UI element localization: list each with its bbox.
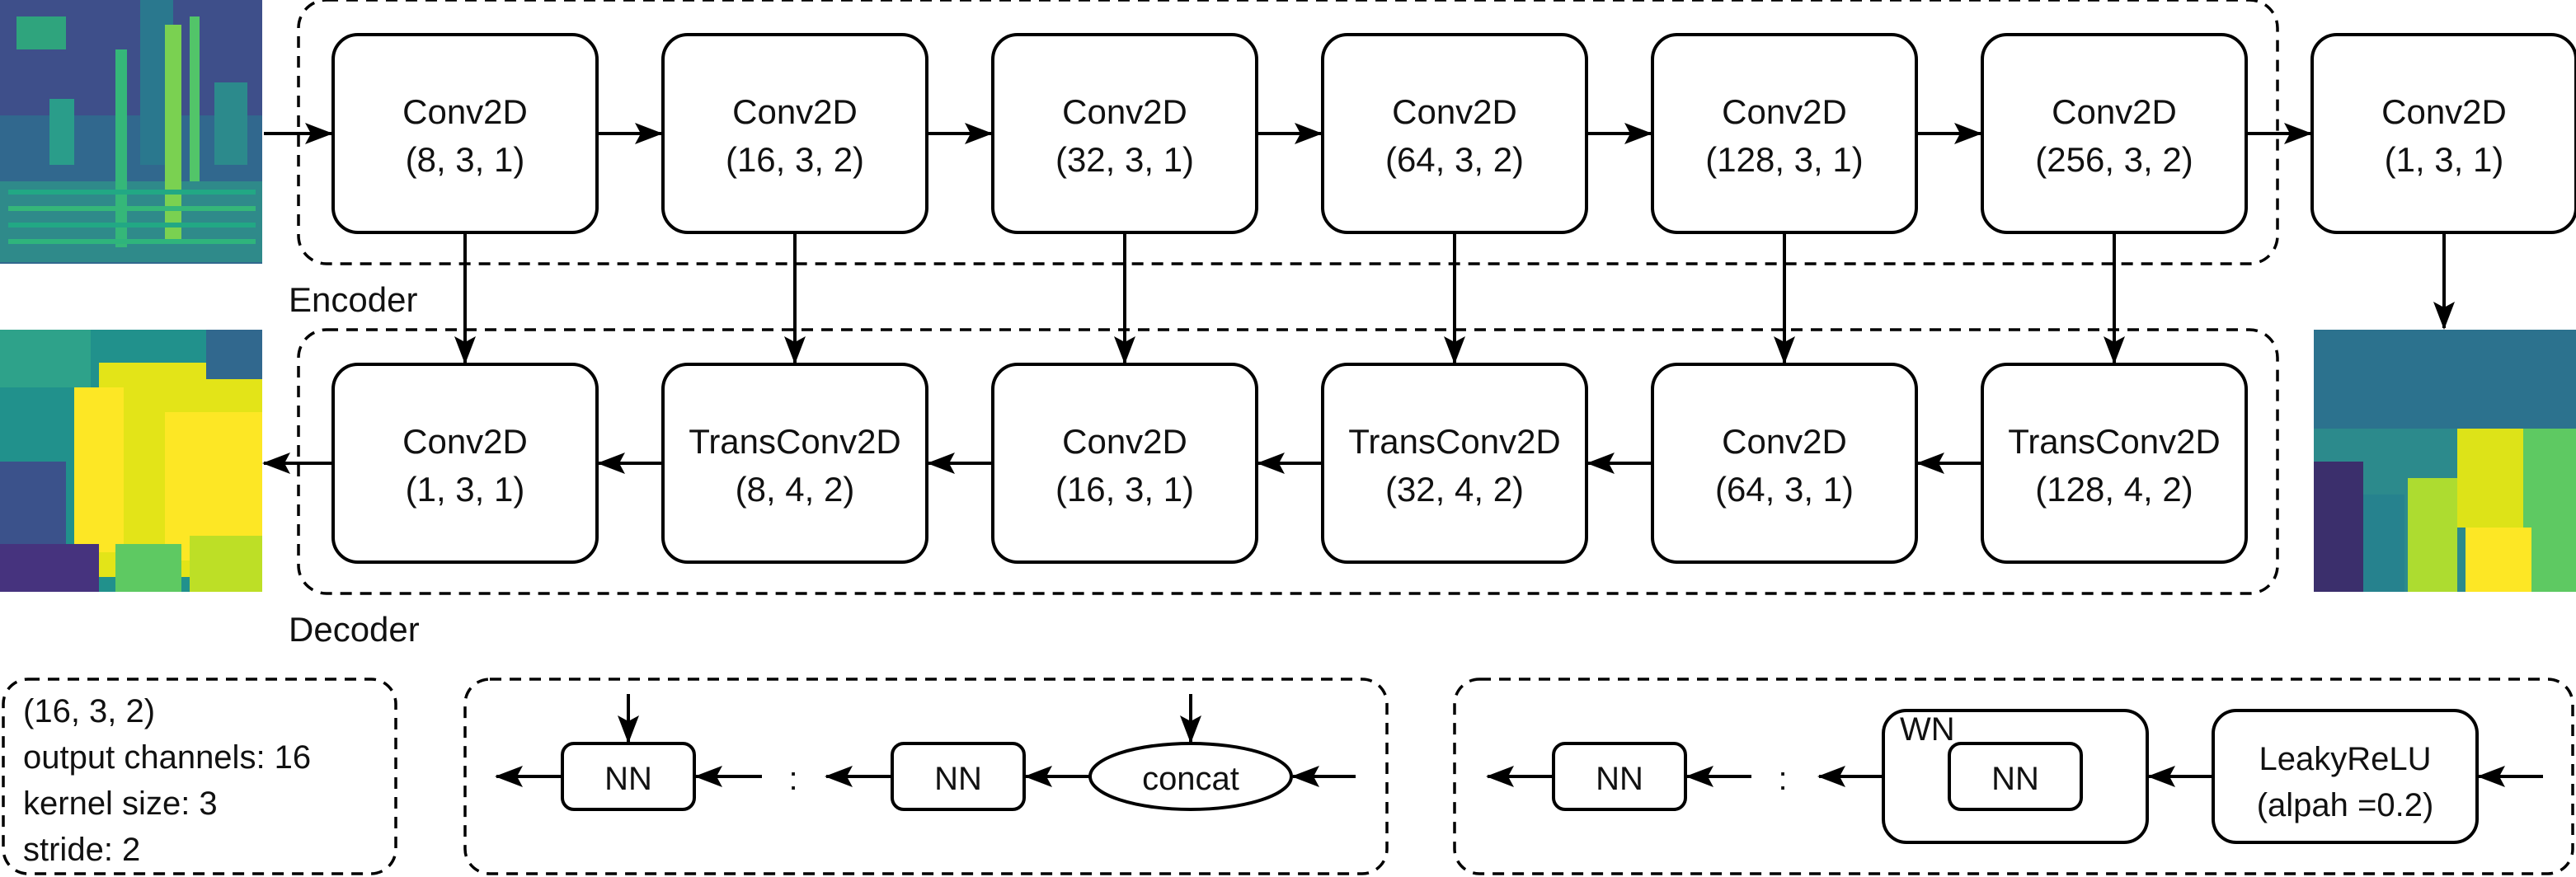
encoder-label: Encoder — [289, 280, 417, 319]
decoder-block-2-params: (16, 3, 1) — [1055, 470, 1194, 509]
legend-wn-nn-label: NN — [1596, 761, 1643, 797]
decoder-block-1-params: (8, 4, 2) — [736, 470, 855, 509]
legend-wn-nn2-label: NN — [1991, 761, 2039, 797]
decoder-block-1: TransConv2D (8, 4, 2) — [661, 363, 928, 564]
legend-params-line1: (16, 3, 2) — [23, 693, 155, 729]
encoder-block-3: Conv2D (64, 3, 2) — [1321, 33, 1588, 234]
legend-concat-label: concat — [1142, 761, 1239, 797]
legend-activation-line1: LeakyReLU — [2259, 741, 2431, 777]
encoder-block-5-name: Conv2D — [2052, 92, 2177, 131]
output-block-params: (1, 3, 1) — [2385, 140, 2504, 179]
legend-skip-nn2-label: NN — [934, 761, 982, 797]
legend-wn-colon: : — [1778, 761, 1787, 797]
legend-skip-nn-label: NN — [604, 761, 652, 797]
decoder-group — [297, 328, 2279, 595]
legend-skip-colon: : — [788, 761, 797, 797]
decoder-block-0-name: Conv2D — [402, 422, 528, 461]
decoder-block-5-name: TransConv2D — [2008, 422, 2221, 461]
encoder-block-1-params: (16, 3, 2) — [726, 140, 864, 179]
decoder-block-5-params: (128, 4, 2) — [2035, 470, 2193, 509]
decoder-block-1-name: TransConv2D — [689, 422, 901, 461]
input-spectrogram-image — [0, 0, 262, 264]
legend-wn-label: WN — [1900, 711, 1955, 748]
legend-params: (16, 3, 2) output channels: 16 kernel si… — [2, 678, 397, 875]
output-mask-image — [0, 330, 262, 592]
legend-wn-nn2-box — [1948, 742, 2083, 811]
encoder-block-0-params: (8, 3, 1) — [406, 140, 525, 179]
decoder-block-4: Conv2D (64, 3, 1) — [1651, 363, 1918, 564]
legend-activation-line2: (alpah =0.2) — [2257, 787, 2434, 823]
decoder-block-0-params: (1, 3, 1) — [406, 470, 525, 509]
legend-concat-node — [1088, 742, 1293, 811]
legend-weight-norm: NN : WN NN LeakyReLU (alpah =0.2) — [1453, 678, 2574, 875]
encoder-block-2-params: (32, 3, 1) — [1055, 140, 1194, 179]
decoder-block-4-params: (64, 3, 1) — [1715, 470, 1854, 509]
encoder-block-4-params: (128, 3, 1) — [1705, 140, 1863, 179]
legend-skip-connection: NN : NN concat — [463, 678, 1389, 875]
legend-skip-nn-box — [561, 742, 696, 811]
encoder-block-3-params: (64, 3, 2) — [1385, 140, 1524, 179]
encoder-block-5-params: (256, 3, 2) — [2035, 140, 2193, 179]
decoder-block-2: Conv2D (16, 3, 1) — [991, 363, 1258, 564]
encoder-block-1: Conv2D (16, 3, 2) — [661, 33, 928, 234]
encoder-block-4-name: Conv2D — [1722, 92, 1847, 131]
decoder-block-3: TransConv2D (32, 4, 2) — [1321, 363, 1588, 564]
decoder-block-3-params: (32, 4, 2) — [1385, 470, 1524, 509]
decoder-block-4-name: Conv2D — [1722, 422, 1847, 461]
legend-params-line3: kernel size: 3 — [23, 786, 218, 822]
encoder-block-4: Conv2D (128, 3, 1) — [1651, 33, 1918, 234]
legend-activation-box — [2212, 709, 2479, 844]
encoder-block-2: Conv2D (32, 3, 1) — [991, 33, 1258, 234]
decoder-block-0: Conv2D (1, 3, 1) — [331, 363, 599, 564]
legend-params-line2: output channels: 16 — [23, 739, 311, 776]
decoder-block-2-name: Conv2D — [1062, 422, 1187, 461]
encoder-block-2-name: Conv2D — [1062, 92, 1187, 131]
encoder-block-0: Conv2D (8, 3, 1) — [331, 33, 599, 234]
encoder-block-1-name: Conv2D — [732, 92, 858, 131]
encoder-block-0-name: Conv2D — [402, 92, 528, 131]
encoder-block-3-name: Conv2D — [1392, 92, 1517, 131]
decoder-label: Decoder — [289, 610, 420, 649]
output-block: Conv2D (1, 3, 1) — [2310, 33, 2576, 234]
legend-wn-nn-box — [1552, 742, 1687, 811]
legend-params-line4: stride: 2 — [23, 832, 140, 868]
decoder-block-3-name: TransConv2D — [1348, 422, 1561, 461]
legend-skip-nn2-box — [891, 742, 1026, 811]
output-block-name: Conv2D — [2381, 92, 2507, 131]
decoder-block-5: TransConv2D (128, 4, 2) — [1981, 363, 2248, 564]
encoder-block-5: Conv2D (256, 3, 2) — [1981, 33, 2248, 234]
encoder-output-image — [2314, 330, 2576, 592]
